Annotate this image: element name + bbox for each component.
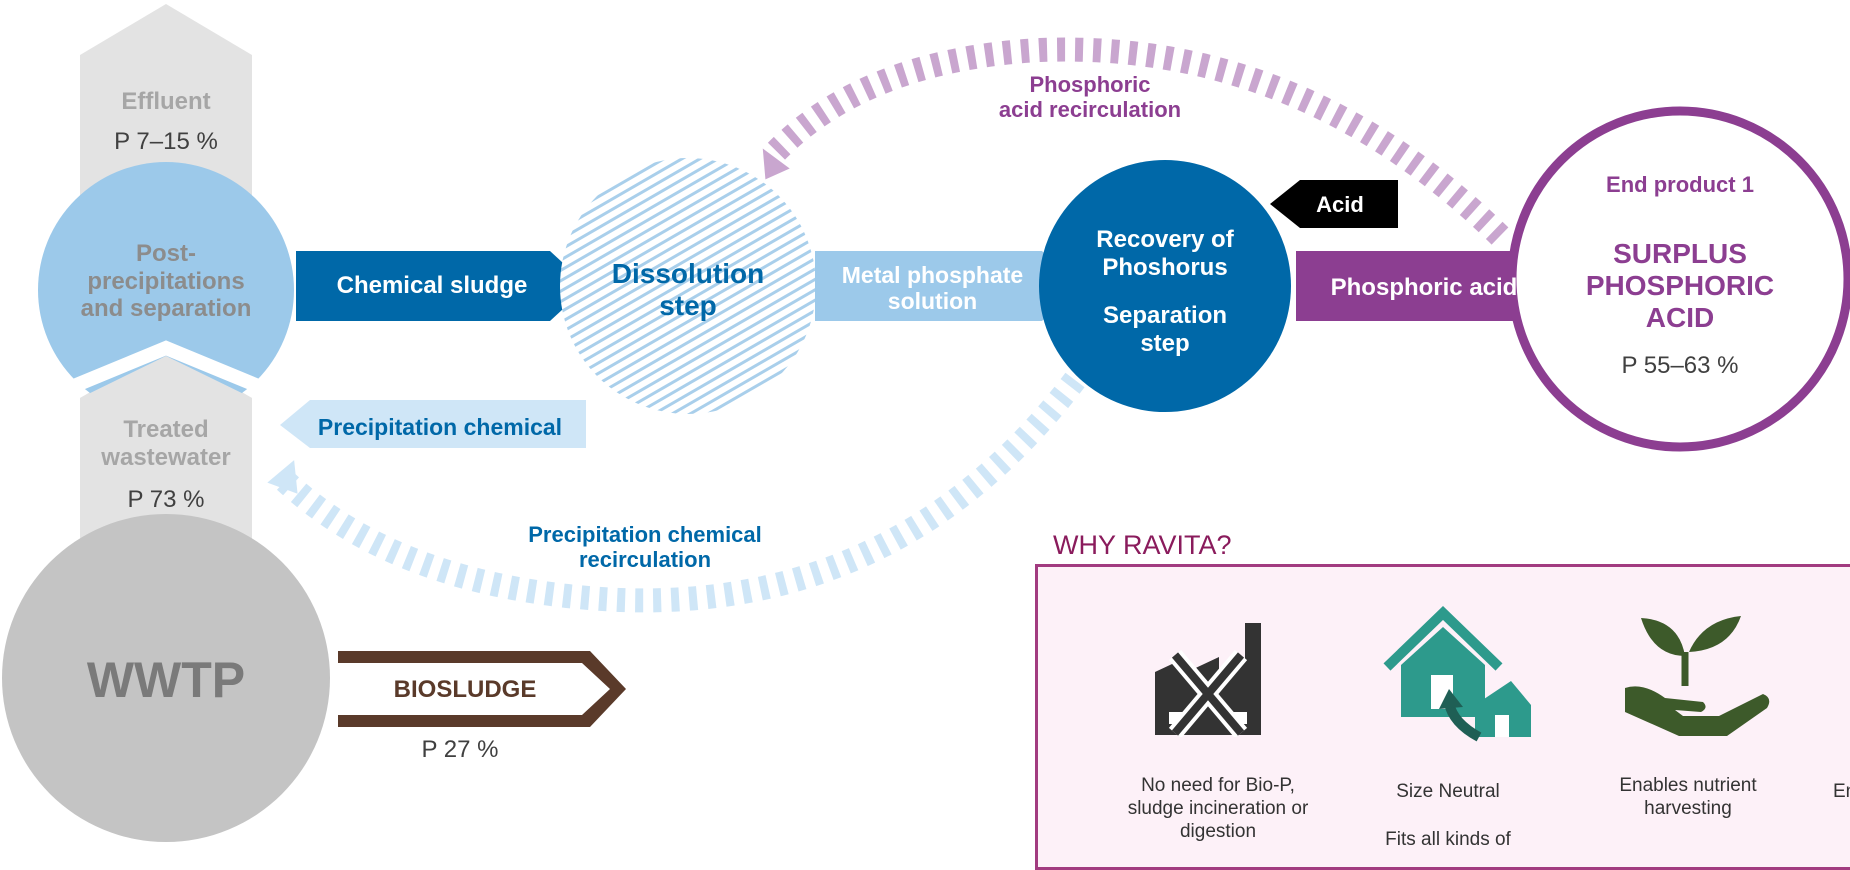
effluent-value: P 7–15 % (114, 128, 218, 155)
dissolution-label: Dissolution step (611, 258, 765, 322)
treated-wastewater-value: P 73 % (127, 486, 205, 513)
end-product-circle (1507, 106, 1850, 452)
effluent-title: Effluent (121, 88, 211, 115)
acid-arrow (1270, 180, 1398, 228)
factory-crossed-icon (1155, 623, 1261, 737)
precipitation-recirculation-arc (273, 372, 1085, 613)
metal-phosphate-label: Metal phosphate solution (841, 262, 1024, 315)
post-precipitation-label: Post- precipitations and separation (80, 240, 252, 323)
precipitation-chemical-label: Precipitation chemical (317, 414, 563, 440)
biosludge-label: BIOSLUDGE (393, 676, 537, 703)
wwtp-circle (2, 514, 330, 842)
precipitation-chemical-arrow (280, 400, 586, 448)
phosphoric-recirculation-arc (761, 37, 1509, 245)
end-product-value: P 55–63 % (1621, 352, 1739, 379)
end-product-title: SURPLUS PHOSPHORIC ACID (1585, 238, 1775, 334)
separation-step-label: Separation step (1102, 302, 1228, 357)
chemical-sludge-label: Chemical sludge (336, 272, 528, 299)
recovery-label: Recovery of Phoshorus (1096, 226, 1234, 281)
why-title: WHY RAVITA? (1053, 530, 1232, 560)
phosphoric-recirculation-label: Phosphoric acid recirculation (998, 72, 1182, 123)
phosphoric-acid-arrow (1296, 251, 1560, 321)
plant-in-hand-icon (1625, 616, 1770, 736)
houses-icon (1383, 606, 1531, 742)
why-item-text-4: En (1833, 781, 1850, 802)
wwtp-label: WWTP (86, 652, 246, 708)
acid-label: Acid (1316, 192, 1364, 217)
why-item-subtext-2: Fits all kinds of (1385, 829, 1511, 850)
treated-wastewater-title: Treated wastewater (101, 416, 231, 471)
end-product-caption: End product 1 (1606, 172, 1754, 197)
chemical-sludge-arrow (296, 251, 588, 321)
post-precipitation-circle (38, 162, 294, 418)
metal-phosphate-arrow (815, 251, 1078, 321)
recovery-circle (1039, 160, 1291, 412)
phosphoric-acid-label: Phosphoric acid (1330, 274, 1518, 301)
biosludge-arrow (338, 651, 626, 727)
dissolution-circle (560, 158, 816, 414)
precipitation-recirculation-label: Precipitation chemical recirculation (528, 522, 762, 573)
why-item-text-3: Enables nutrient harvesting (1619, 775, 1757, 819)
effluent-arrow (80, 4, 252, 200)
biosludge-value: P 27 % (421, 736, 499, 763)
process-diagram (2, 4, 1850, 842)
why-item-text-2: Size Neutral (1396, 781, 1500, 802)
why-item-text-1: No need for Bio-P, sludge incineration o… (1127, 775, 1309, 842)
why-panel: No need for Bio-P, sludge incineration o… (1035, 564, 1850, 870)
